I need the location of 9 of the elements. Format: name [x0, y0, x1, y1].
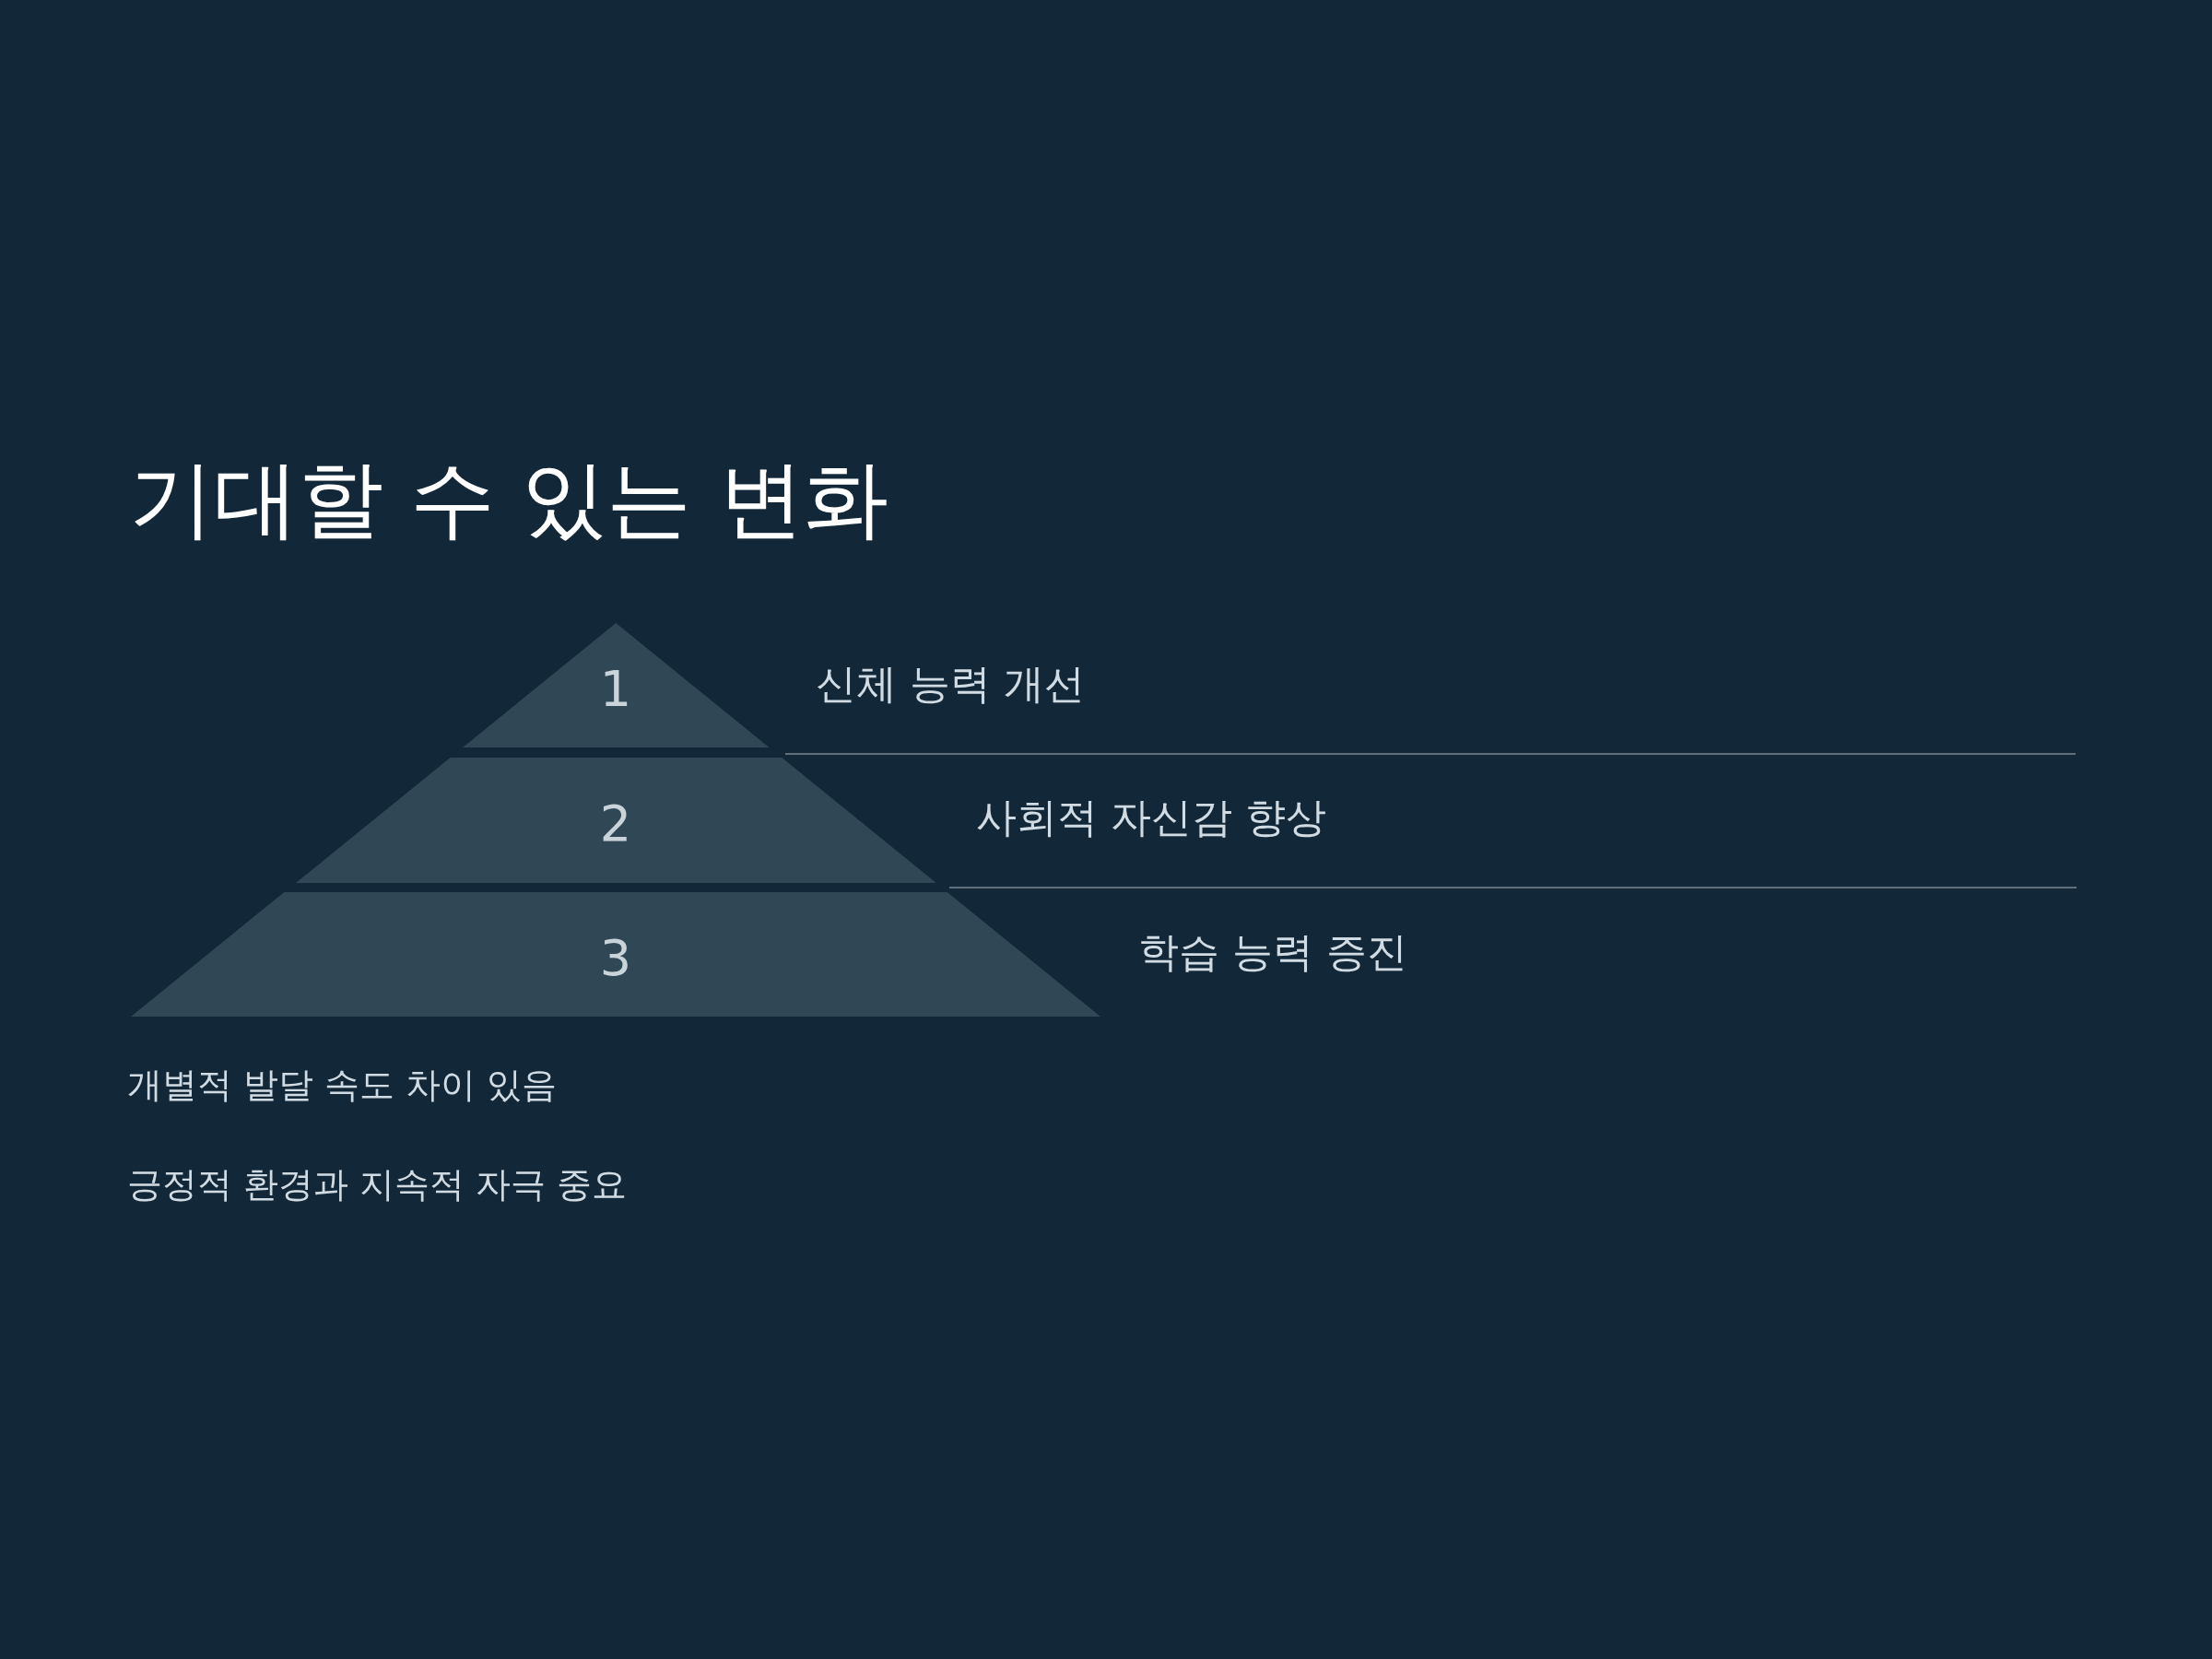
- note-text: 긍정적 환경과 지속적 자극 중요: [127, 1163, 628, 1206]
- slide-title: 기대할 수 있는 변화: [129, 449, 888, 550]
- tier-number: 1: [599, 659, 632, 718]
- note-text: 개별적 발달 속도 차이 있음: [127, 1064, 558, 1107]
- tier-caption: 신체 능력 개선: [816, 658, 1085, 709]
- tier-caption: 사회적 자신감 향상: [976, 792, 1326, 842]
- tier-number: 3: [599, 928, 632, 987]
- tier-caption: 학습 능력 증진: [1138, 926, 1407, 977]
- tier-number: 2: [599, 794, 632, 853]
